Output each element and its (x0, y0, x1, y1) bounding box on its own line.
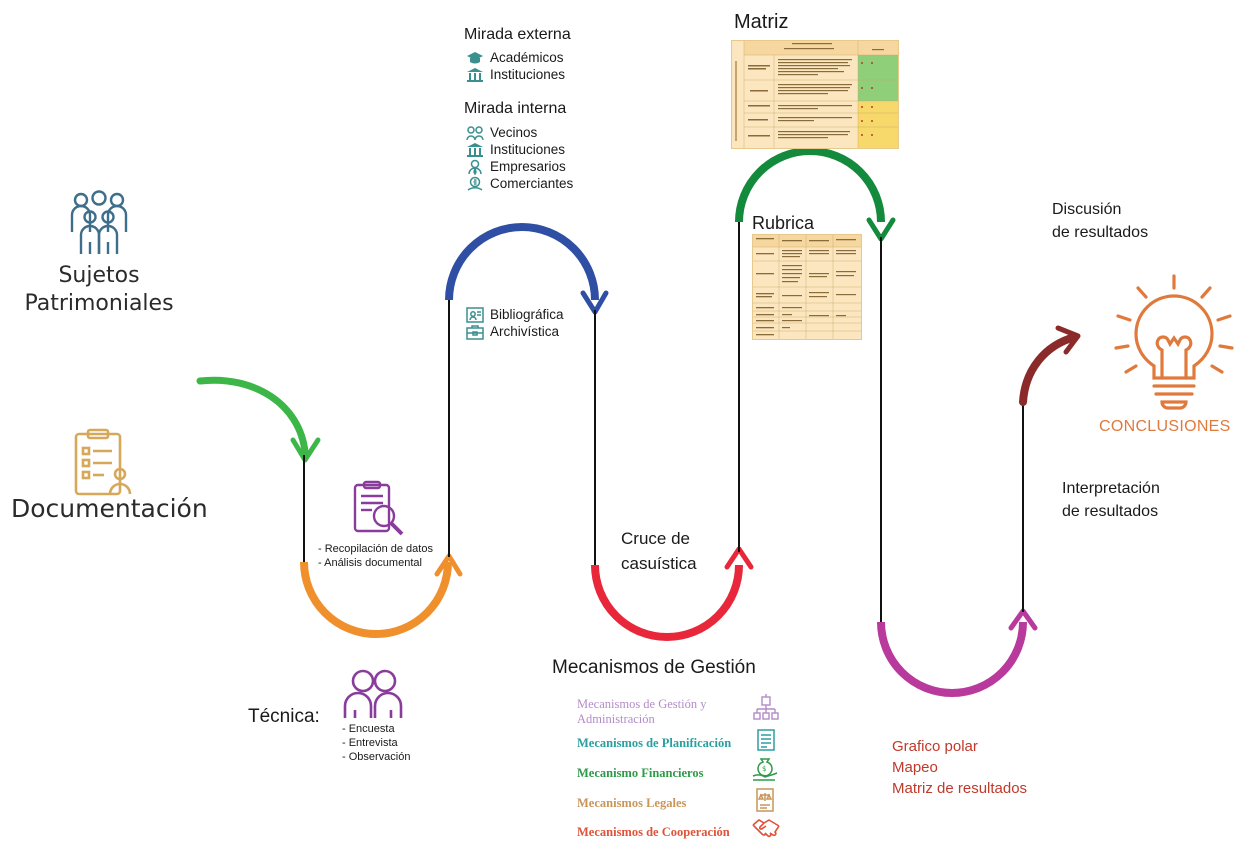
documentacion-label: Documentación (11, 494, 208, 523)
discusion-line2: de resultados (1052, 224, 1149, 241)
arrowhead-darkgreen (866, 217, 896, 242)
clipboard-user-icon (72, 428, 134, 503)
conclusiones-label: CONCLUSIONES (1099, 418, 1231, 435)
arrowhead-darkred (1055, 325, 1081, 355)
mecanismo-label: Administración (577, 712, 655, 726)
list-item: Académicos (466, 49, 565, 66)
sujetos-label: Sujetos Patrimoniales (14, 262, 184, 318)
matriz-title: Matriz (734, 11, 789, 33)
matriz-thumbnail (731, 40, 899, 149)
interpretacion-label: Interpretación de resultados (1062, 477, 1160, 523)
graduation-cap-icon (466, 50, 484, 66)
list-item: Bibliográfica (466, 306, 564, 323)
mecanismo-item: Mecanismos de Cooperación (577, 825, 730, 839)
arrow-darkred (1019, 333, 1079, 406)
item-label: Comerciantes (490, 176, 574, 191)
item-label: Empresarios (490, 159, 566, 174)
cruce-label: Cruce de casuística (621, 526, 697, 576)
mecanismo-item: Mecanismo Financieros (577, 766, 704, 780)
org-chart-icon (753, 693, 779, 720)
tecnica-item: - Entrevista (342, 737, 398, 749)
recopilacion-text: - Recopilación de datos - Análisis docum… (318, 542, 433, 570)
cruce-line2: casuística (621, 554, 697, 573)
recopilacion-line1: - Recopilación de datos (318, 543, 433, 555)
discusion-label: Discusión de resultados (1052, 198, 1148, 244)
recopilacion-line2: - Análisis documental (318, 557, 422, 569)
arrow-orange (300, 561, 452, 638)
list-item: Comerciantes (466, 175, 573, 192)
output-item: Grafico polar (892, 738, 978, 755)
tecnica-title: Técnica: (248, 706, 320, 727)
mirada-externa-title: Mirada externa (464, 26, 571, 43)
mecanismo-item: Mecanismos de Planificación (577, 736, 732, 750)
sujetos-line1: Sujetos (58, 263, 140, 288)
tecnica-item: - Encuesta (342, 723, 395, 735)
handshake-icon (752, 817, 780, 842)
list-item: Instituciones (466, 141, 573, 158)
interpretacion-line2: de resultados (1062, 503, 1159, 520)
item-label: Instituciones (490, 67, 566, 82)
rubrica-thumbnail (752, 234, 862, 340)
people-group-icon (66, 190, 132, 263)
arrow-blue (445, 223, 599, 301)
arrow-darkgreen (735, 147, 885, 223)
cruce-line1: Cruce de (621, 529, 690, 548)
mirada-interna-title: Mirada interna (464, 100, 567, 117)
item-label: Archivística (490, 324, 560, 339)
discusion-line1: Discusión (1052, 201, 1122, 218)
list-item: Instituciones (466, 66, 565, 83)
businessman-icon (466, 159, 484, 175)
institution-icon (466, 142, 484, 158)
mirada-externa-list: Académicos Instituciones (466, 49, 565, 83)
fuentes-list: Bibliográfica Archivística (466, 306, 564, 340)
book-icon (466, 306, 484, 323)
mecanismos-title: Mecanismos de Gestión (552, 657, 756, 678)
mirada-interna-list: Vecinos Instituciones Empresarios Comerc… (466, 124, 573, 192)
item-label: Instituciones (490, 142, 566, 157)
tecnica-item: - Observación (342, 751, 411, 763)
lightbulb-icon (1108, 270, 1240, 423)
arrow-green (196, 376, 309, 456)
list-item: Vecinos (466, 124, 573, 141)
arrow-red (591, 564, 743, 641)
money-hand-icon: $ (752, 756, 778, 782)
outputs-list: Grafico polar Mapeo Matriz de resultados (892, 736, 1027, 799)
merchant-icon (466, 176, 484, 192)
clipboard-search-icon (352, 480, 408, 543)
neighbors-icon (466, 125, 484, 141)
output-item: Matriz de resultados (892, 780, 1028, 797)
svg-text:$: $ (762, 765, 766, 773)
item-label: Vecinos (490, 125, 538, 140)
output-item: Mapeo (892, 759, 938, 776)
rubrica-title: Rubrica (752, 213, 815, 233)
mecanismo-label: Mecanismos de Gestión y (577, 697, 707, 711)
institution-icon (466, 67, 484, 83)
interview-people-icon (341, 666, 405, 727)
interpretacion-line1: Interpretación (1062, 480, 1160, 497)
list-item: Archivística (466, 323, 564, 340)
document-list-icon (756, 728, 782, 754)
list-item: Empresarios (466, 158, 573, 175)
item-label: Bibliográfica (490, 307, 564, 322)
sujetos-line2: Patrimoniales (24, 291, 174, 316)
tecnica-list: - Encuesta - Entrevista - Observación (342, 722, 410, 764)
item-label: Académicos (490, 50, 564, 65)
archive-icon (466, 324, 484, 340)
legal-document-icon (755, 787, 781, 813)
arrow-magenta (877, 621, 1027, 697)
mecanismo-item: Mecanismos Legales (577, 796, 687, 810)
mecanismo-item: Mecanismos de Gestión y Administración (577, 697, 707, 727)
